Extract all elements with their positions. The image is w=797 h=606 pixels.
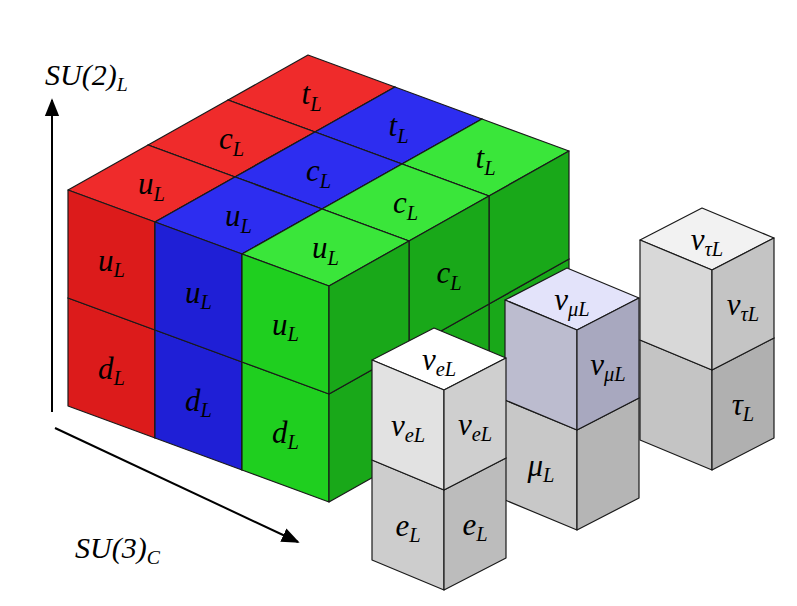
particle-label: τL (732, 389, 754, 420)
cube-face (409, 196, 489, 349)
fermion-cube: νμL νμL (505, 268, 639, 430)
particle-label: eL (462, 509, 487, 540)
particle-label: uL (138, 168, 165, 199)
fermion-cube: cL (235, 132, 402, 317)
axis-label: SU(3)C (75, 533, 160, 563)
particle-label: uL (225, 200, 252, 231)
fermion-cube: cL cL (322, 164, 489, 349)
fermion-cube: tL (402, 119, 569, 304)
fermion-cube: uL uL (242, 209, 409, 394)
particle-label: νeL (391, 410, 425, 441)
fermion-cube: tL (228, 55, 395, 240)
particle-label: tL (389, 110, 409, 141)
particle-label: dL (185, 385, 212, 416)
particle-label: tL (302, 78, 322, 109)
cube-face (505, 300, 577, 430)
fermion-cube: eL eL (372, 428, 506, 590)
particle-label: uL (312, 232, 339, 263)
particle-label: cL (219, 123, 244, 154)
fermion-cube: νeL νeL νeL (372, 328, 506, 490)
cube-face (640, 240, 712, 370)
particle-label: dL (98, 353, 125, 384)
particle-label: cL (306, 155, 331, 186)
particle-label: νeL (458, 409, 492, 440)
particle-label: ντL (727, 289, 759, 320)
particle-label: eL (395, 510, 420, 541)
cube-face (155, 222, 242, 362)
cube-face (68, 190, 155, 330)
fermion-cube (640, 208, 774, 370)
fermion-cube: ντL ντL (640, 208, 774, 370)
fermion-cube (372, 328, 506, 490)
particle-label: μL (528, 450, 555, 481)
particle-label: ντL (691, 224, 723, 255)
axis-arrow (51, 100, 53, 412)
fermion-cube: tL (315, 87, 482, 272)
fermion-cube: dL (242, 317, 409, 502)
particle-label: dL (272, 417, 299, 448)
particle-label: uL (98, 245, 125, 276)
fermion-cube (505, 268, 639, 430)
cube-face (242, 254, 329, 394)
particle-label: uL (185, 277, 212, 308)
fermion-cube: μL (505, 368, 639, 530)
fermion-cube: τL (640, 308, 774, 470)
particle-label: tL (476, 142, 496, 173)
particle-label: νμL (590, 349, 625, 380)
axis-label: SU(2)L (45, 60, 128, 90)
particle-label: cL (436, 257, 461, 288)
fermion-cube: cL (148, 100, 315, 285)
particle-label: νμL (554, 284, 589, 315)
cube-face (372, 360, 444, 490)
particle-label: uL (272, 309, 299, 340)
particle-label: cL (393, 187, 418, 218)
particle-label: νeL (422, 344, 456, 375)
